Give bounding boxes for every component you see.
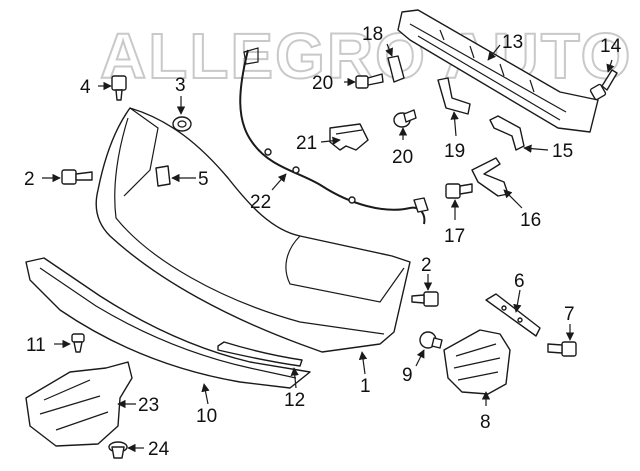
- callout-23: 23: [138, 395, 159, 416]
- callout-12: 12: [284, 390, 305, 411]
- absorber-21: [329, 123, 369, 151]
- bracket-16: [471, 157, 509, 197]
- screw-14: [589, 69, 618, 101]
- clip-3: [172, 116, 192, 132]
- callout-17: 17: [444, 226, 465, 247]
- callout-24: 24: [148, 439, 170, 460]
- screw-2-left: [61, 169, 93, 185]
- wiring-harness: [239, 47, 429, 225]
- clip-20-lower: [393, 109, 417, 128]
- lower-valance: [25, 257, 311, 389]
- bracket-6: [485, 293, 541, 337]
- molding-strip-12: [217, 341, 303, 367]
- callout-22: 22: [250, 192, 271, 213]
- callout-15: 15: [552, 141, 573, 162]
- clip-9: [419, 331, 443, 349]
- clip-11: [71, 333, 85, 353]
- rear-bumper-cover: [95, 107, 411, 353]
- callout-19: 19: [444, 141, 465, 162]
- callout-18: 18: [362, 24, 383, 45]
- callout-4: 4: [80, 77, 91, 98]
- callout-11: 11: [26, 335, 46, 356]
- screw-2-right: [411, 291, 439, 307]
- callout-2-left: 2: [24, 169, 35, 190]
- callout-8: 8: [480, 412, 491, 433]
- clip-24: [108, 441, 128, 459]
- callout-2-right: 2: [421, 255, 432, 276]
- callout-14: 14: [600, 36, 622, 57]
- screw-4: [111, 75, 127, 101]
- bracket-15: [489, 115, 525, 151]
- callout-10: 10: [196, 406, 217, 427]
- callout-16: 16: [520, 210, 541, 231]
- screw-20-upper: [355, 73, 384, 89]
- callout-21: 21: [296, 133, 317, 154]
- bracket-18: [387, 55, 405, 83]
- callout-7: 7: [564, 304, 575, 325]
- leader-lines: [42, 43, 615, 453]
- callout-5: 5: [198, 169, 209, 190]
- callout-9: 9: [402, 365, 413, 386]
- bracket-8: [443, 329, 511, 395]
- screw-17: [445, 183, 473, 199]
- callout-6: 6: [514, 271, 525, 292]
- callout-3: 3: [175, 75, 186, 96]
- callout-13: 13: [502, 32, 523, 53]
- callouts: 4 2 3 5 20 18 13 14 21 20 19 15 16 17 22…: [24, 24, 622, 460]
- clip-5: [155, 165, 171, 187]
- bracket-19: [437, 77, 471, 115]
- under-cover-23: [25, 361, 133, 447]
- callout-20-upper: 20: [312, 73, 333, 94]
- callout-20-lower: 20: [392, 147, 413, 168]
- screw-7: [547, 341, 577, 357]
- bumper-reinforcement-beam: [397, 9, 599, 133]
- callout-1: 1: [360, 376, 371, 397]
